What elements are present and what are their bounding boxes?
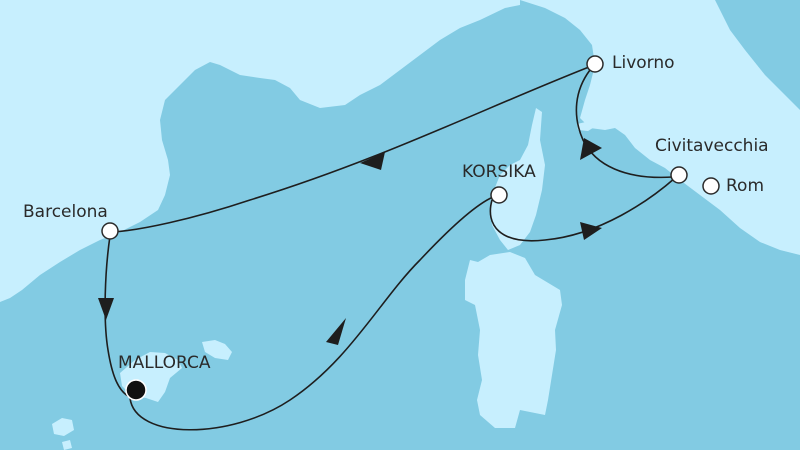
arrow-icon xyxy=(580,138,602,160)
port-label-rom: Rom xyxy=(726,176,765,196)
port-label-korsika: KORSIKA xyxy=(462,162,536,182)
route-livorno-barcelona xyxy=(113,66,590,233)
route-korsika-civitavecchia xyxy=(489,177,676,242)
route-civitavecchia-livorno xyxy=(575,69,674,179)
land-formentera xyxy=(62,440,72,450)
land-menorca xyxy=(202,340,232,360)
port-label-livorno: Livorno xyxy=(612,53,675,73)
arrow-icon xyxy=(360,152,385,170)
land-corsica xyxy=(490,108,545,250)
route-lines xyxy=(104,66,676,431)
sea-adriatic xyxy=(715,0,800,110)
route-arrows xyxy=(98,138,602,345)
port-label-mallorca: MALLORCA xyxy=(118,353,211,373)
arrow-icon xyxy=(326,318,346,345)
land-elba xyxy=(577,121,596,131)
port-marker-barcelona[interactable] xyxy=(101,222,119,240)
port-label-civitavecchia: Civitavecchia xyxy=(655,136,769,156)
port-label-barcelona: Barcelona xyxy=(23,202,108,222)
start-marker-mallorca[interactable] xyxy=(125,379,147,401)
port-marker-livorno[interactable] xyxy=(586,55,604,73)
port-marker-rom[interactable] xyxy=(702,177,720,195)
land-mainland-italy xyxy=(520,0,800,255)
route-mallorca-korsika xyxy=(129,196,494,431)
land-sardinia xyxy=(465,252,562,428)
arrow-icon xyxy=(98,298,114,320)
port-marker-civitavecchia[interactable] xyxy=(670,166,688,184)
land-mainland-west xyxy=(0,0,520,302)
port-marker-korsika[interactable] xyxy=(490,186,508,204)
arrow-icon xyxy=(580,222,602,240)
port-markers xyxy=(101,55,720,401)
route-barcelona-mallorca xyxy=(104,235,129,397)
land-ibiza xyxy=(52,418,74,436)
